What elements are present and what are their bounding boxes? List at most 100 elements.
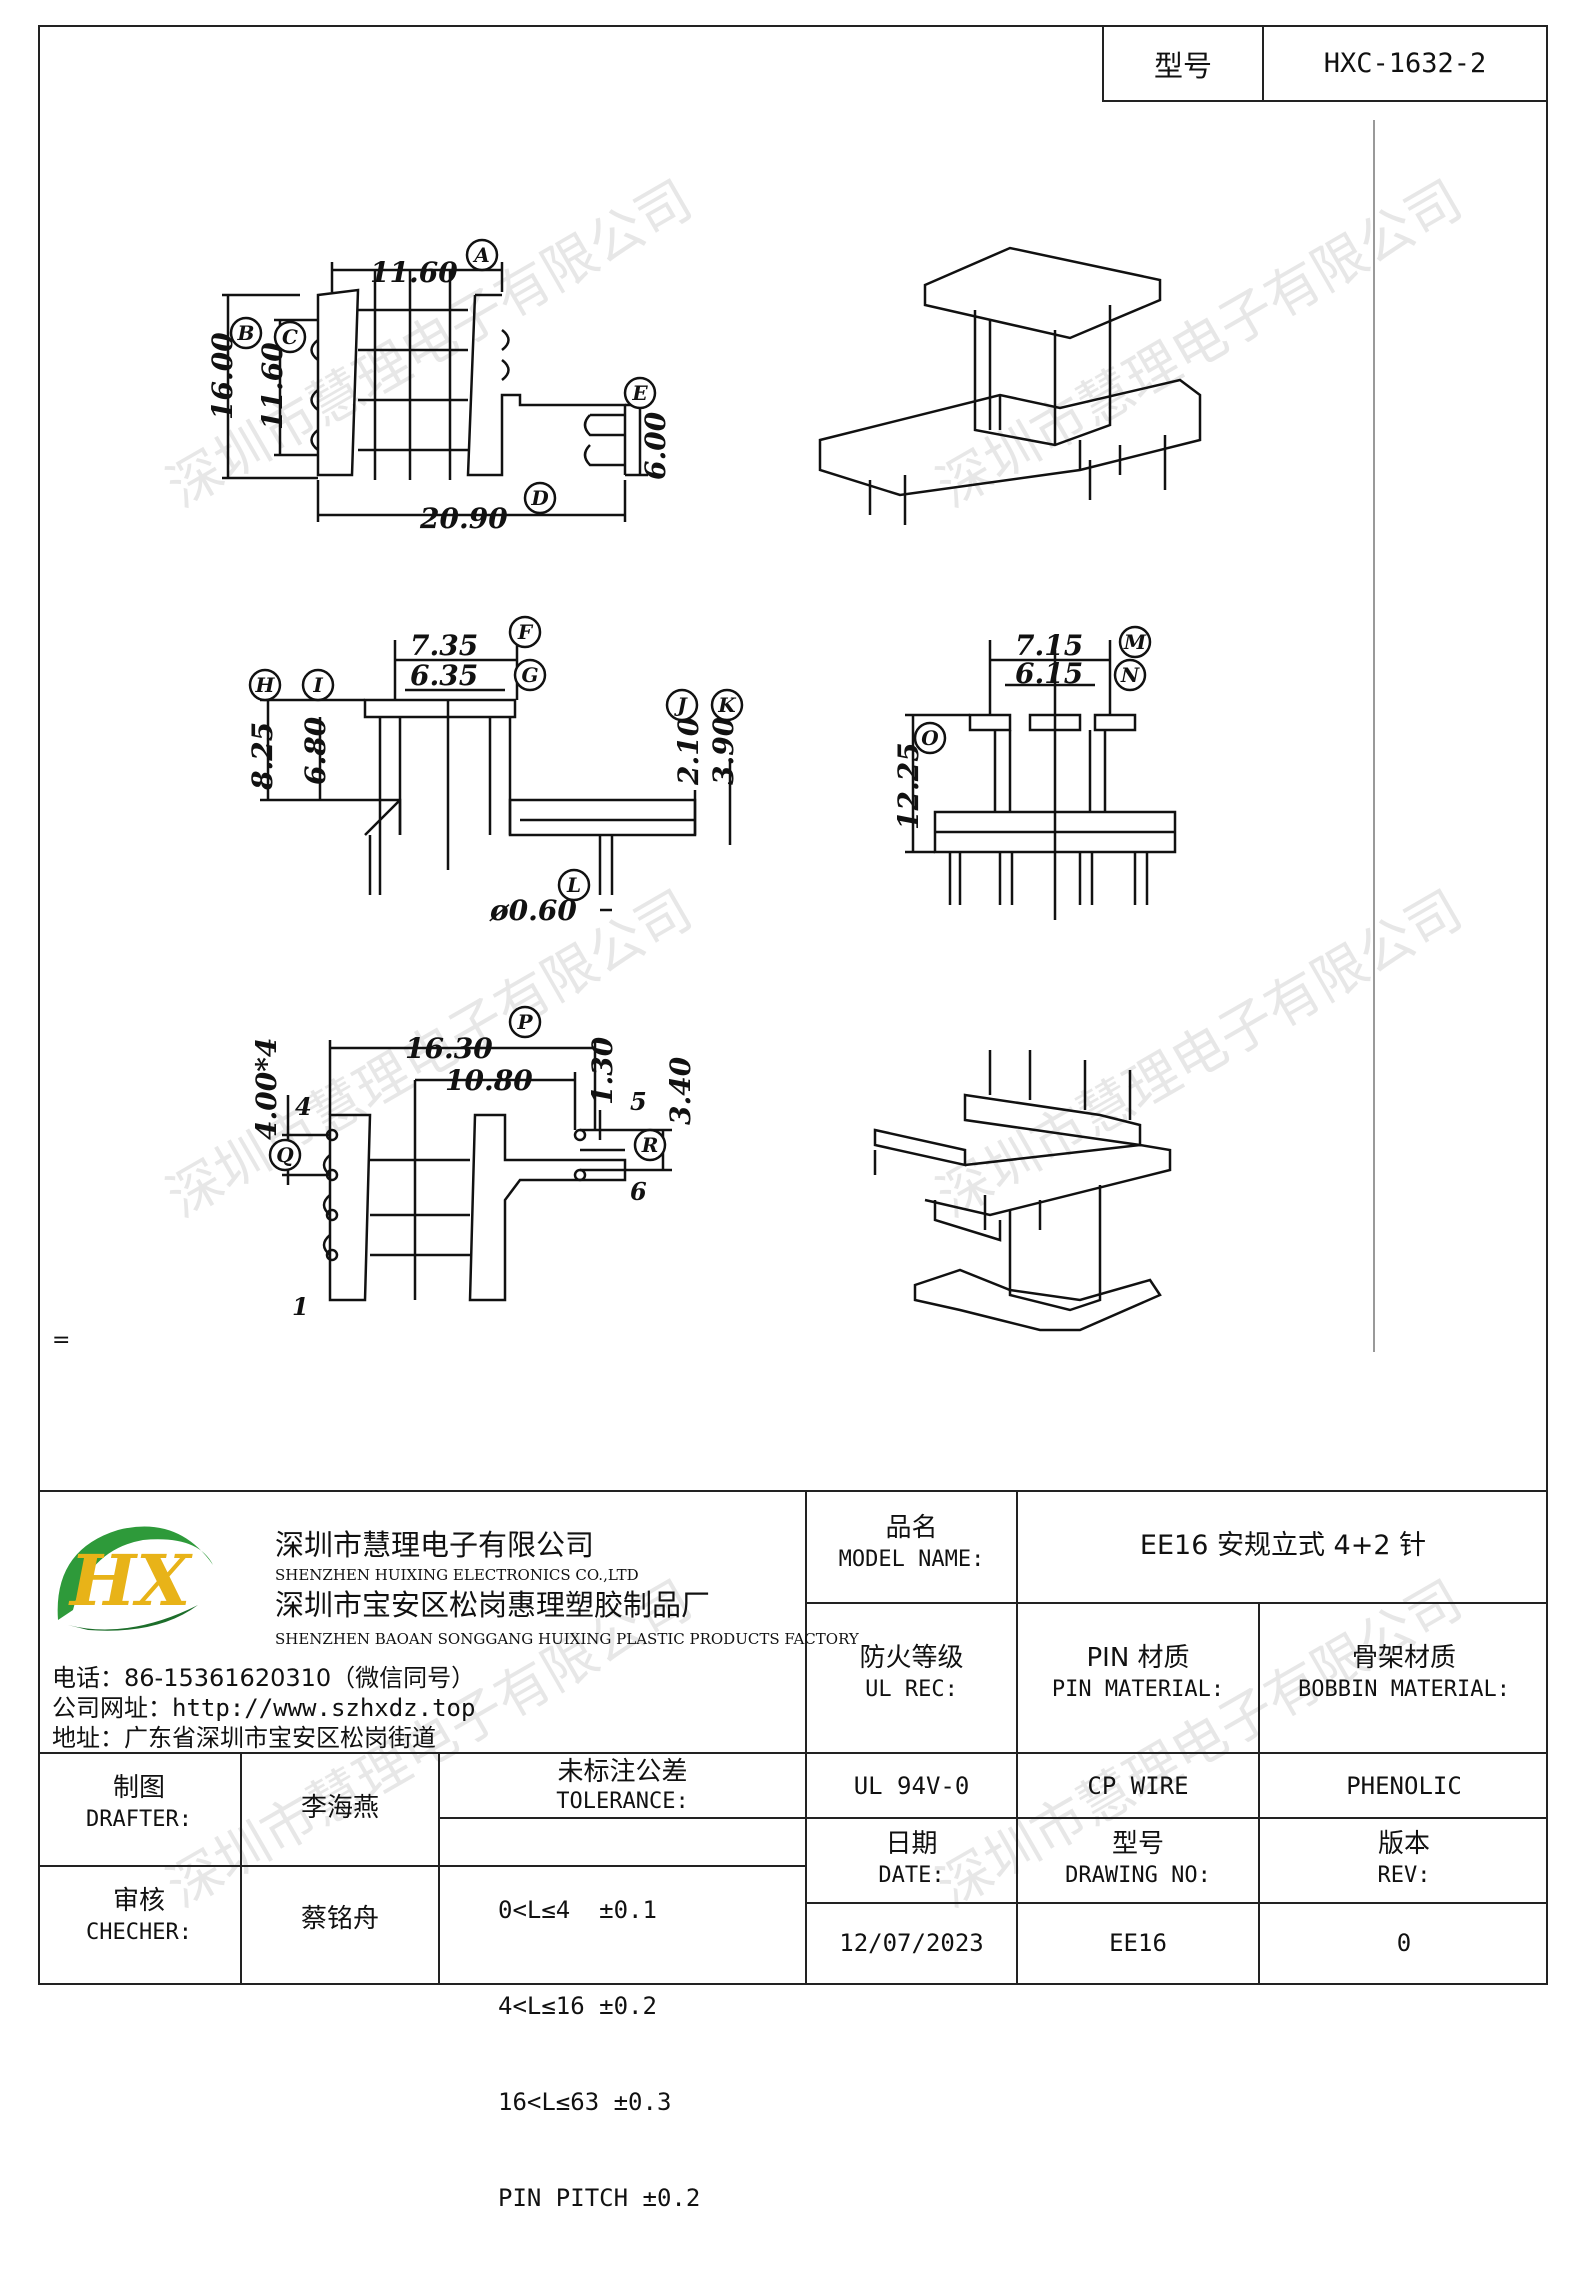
model-value: HXC-1632-2	[1323, 48, 1487, 79]
balloon-a: A	[465, 238, 499, 272]
dim-d-value: 20.90	[419, 502, 508, 535]
balloon-i: I	[301, 668, 335, 702]
tolerance-label-cn: 未标注公差	[557, 1757, 688, 1787]
dim-p2-value: 10.80	[445, 1064, 533, 1097]
misc-mark: =	[52, 1328, 71, 1353]
dim-h-value: 8.25	[246, 722, 279, 791]
dim-r-value: 3.40	[664, 1056, 697, 1125]
balloon-p: P	[508, 1005, 542, 1039]
date-value: 12/07/2023	[839, 1929, 984, 1957]
balloon-circle	[633, 1128, 667, 1162]
balloon-circle	[1113, 658, 1147, 692]
drawing-no-value: EE16	[1109, 1929, 1167, 1957]
rev-label-en: REV:	[1377, 1863, 1431, 1888]
balloon-letter: G	[521, 663, 538, 687]
pin-1: 1	[292, 1292, 309, 1321]
dim-a-value: 11.60	[370, 256, 458, 289]
dim-n-value: 6.15	[1015, 657, 1083, 690]
balloon-letter: N	[1120, 663, 1140, 687]
tolerance-row: 4<L≤16 ±0.2	[498, 1992, 657, 2020]
factory-name-en: SHENZHEN BAOAN SONGGANG HUIXING PLASTIC …	[275, 1630, 859, 1648]
company-address: 地址：广东省深圳市宝安区松岗街道	[52, 1724, 436, 1752]
dim-p-value: 16.30	[405, 1032, 493, 1065]
balloon-q: Q	[268, 1138, 302, 1172]
dim-i-value: 6.80	[299, 716, 332, 785]
dim-l-value: ø0.60	[489, 894, 577, 927]
pin-material-value: CP WIRE	[1087, 1772, 1189, 1800]
front-view	[905, 640, 1177, 920]
company-name-cn: 深圳市慧理电子有限公司	[275, 1528, 595, 1562]
dim-j-value: 2.10	[672, 716, 705, 786]
balloon-letter: E	[631, 381, 648, 405]
balloon-o: O	[913, 721, 947, 755]
model-name-label-cn: 品名	[885, 1513, 938, 1543]
balloon-circle	[523, 481, 557, 515]
company-logo: HX	[57, 1526, 214, 1631]
balloon-n: N	[1113, 658, 1147, 692]
balloon-circle	[465, 238, 499, 272]
balloon-letter: B	[237, 321, 255, 345]
tolerance-label-en: TOLERANCE:	[556, 1789, 689, 1814]
drafter-label-cn: 制图	[112, 1773, 165, 1803]
balloon-circle	[301, 668, 335, 702]
pin-5: 5	[630, 1087, 647, 1116]
bobbin-material-label-en: BOBBIN MATERIAL:	[1298, 1677, 1510, 1702]
isometric-view-2	[873, 1050, 1172, 1332]
checker-name: 蔡铭舟	[300, 1904, 379, 1934]
balloon-circle	[623, 376, 657, 410]
dim-q-value: 4.00*4	[250, 1038, 283, 1140]
balloon-circle	[268, 1138, 302, 1172]
balloon-circle	[273, 320, 307, 354]
date-label-en: DATE:	[878, 1863, 945, 1888]
model-name-value: EE16 安规立式 4+2 针	[1139, 1530, 1427, 1561]
company-website: 公司网址：http://www.szhxdz.top	[52, 1694, 476, 1722]
balloon-letter: M	[1123, 630, 1147, 654]
date-label-cn: 日期	[885, 1829, 938, 1859]
dim-k-value: 3.90	[707, 716, 740, 785]
dim-g-value: 6.35	[410, 659, 478, 692]
logo-letters: HX	[68, 1539, 193, 1622]
ul-value: UL 94V-0	[853, 1772, 970, 1800]
pin-material-label-en: PIN MATERIAL:	[1051, 1677, 1225, 1702]
balloon-letter: Q	[276, 1143, 294, 1167]
rev-value: 0	[1396, 1929, 1412, 1957]
tolerance-row: 0<L≤4 ±0.1	[498, 1896, 657, 1924]
company-name-en: SHENZHEN HUIXING ELECTRONICS CO.,LTD	[275, 1566, 639, 1584]
checker-label-cn: 审核	[112, 1886, 165, 1916]
pin-6: 6	[630, 1177, 647, 1206]
drawing-no-label-en: DRAWING NO:	[1065, 1863, 1211, 1888]
balloon-letter: I	[312, 673, 323, 697]
model-name-label-en: MODEL NAME:	[838, 1547, 985, 1572]
factory-name-cn: 深圳市宝安区松岗惠理塑胶制品厂	[275, 1588, 711, 1622]
balloon-letter: L	[566, 873, 581, 897]
balloon-h: H	[248, 668, 282, 702]
balloon-circle	[557, 868, 591, 902]
balloon-e: E	[623, 376, 657, 410]
dim-e-value: 6.00	[639, 411, 672, 480]
checker-label-en: CHECHER:	[86, 1920, 192, 1945]
divider-line	[1373, 120, 1375, 1352]
dim-m-value: 7.15	[1015, 629, 1083, 662]
title-block: HX 深圳市慧理电子有限公司 SHENZHEN HUIXING ELECTRON…	[38, 1490, 1548, 2212]
dim-f-value: 7.35	[410, 629, 478, 662]
balloon-letter: O	[921, 726, 939, 750]
balloon-letter: A	[472, 243, 490, 267]
pin-4: 4	[295, 1092, 312, 1121]
balloon-letter: R	[641, 1133, 659, 1157]
balloon-letter: K	[717, 693, 737, 717]
balloon-m: M	[1118, 625, 1152, 659]
drawing-frame	[38, 25, 1548, 1985]
technical-drawing: 11.60 16.00 11.60 20.90 6.00 7.35 6.35 8…	[206, 238, 1202, 1332]
balloon-f: F	[508, 615, 542, 649]
ul-label-cn: 防火等级	[859, 1643, 964, 1673]
model-box: 型号 HXC-1632-2	[1102, 25, 1548, 102]
balloon-circle	[229, 316, 263, 350]
balloon-circle	[1118, 625, 1152, 659]
company-phone: 电话：86-15361620310（微信同号）	[52, 1664, 476, 1692]
side-view	[260, 640, 732, 912]
balloon-letter: J	[673, 693, 688, 717]
balloon-letter: H	[255, 673, 276, 697]
top-view	[222, 262, 648, 522]
drafter-label-en: DRAFTER:	[86, 1807, 192, 1832]
balloon-c: C	[273, 320, 307, 354]
